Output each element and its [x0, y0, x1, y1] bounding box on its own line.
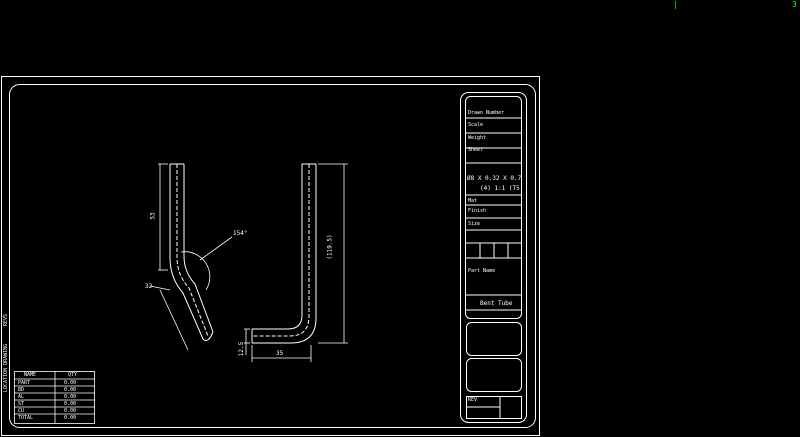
bom-header-qty: QTY [68, 372, 78, 378]
dim-upper-straight: 53 [149, 212, 157, 220]
bom-cell: 0.00 [64, 401, 77, 407]
dim-base-radius: 12.5 [238, 341, 246, 357]
dim-total-height: (110.5) [326, 234, 334, 260]
tb-row-scale: Scale [468, 122, 484, 128]
status-mark-right: 3 [792, 0, 797, 9]
sheet-outer-border [1, 76, 540, 436]
sheet-inner-border [9, 84, 536, 428]
bom-cell: 0.00 [64, 387, 77, 393]
side-label-lower: LOCATION DRAWING [3, 343, 9, 392]
tb-formula-line2: (4) 1:1 (T5) [480, 185, 524, 192]
tb-row-weight: Weight [468, 135, 487, 141]
tb-part-number: Bent Tube [480, 300, 513, 307]
dim-bend-angle: 154° [233, 230, 248, 237]
bom-cell: 0.00 [64, 415, 77, 421]
bom-cell: TOTAL [18, 415, 34, 421]
bom-cell: 0.00 [64, 380, 77, 386]
tb-row-sheet: Sheet [468, 147, 484, 153]
bom-cell: PART [18, 380, 31, 386]
tb-row-drawn-number: Drawn Number [468, 110, 505, 116]
title-block[interactable] [460, 92, 527, 423]
bent-tube-right[interactable] [251, 163, 317, 344]
dim-base-length: 35 [276, 350, 284, 357]
tb-footer: REV [468, 397, 478, 403]
bom-cell: ST [18, 401, 25, 407]
bom-cell: BD [18, 387, 25, 393]
bom-cell: CU [18, 408, 25, 414]
tb-mid-size: Size [468, 221, 481, 227]
left-dimensions [149, 163, 233, 351]
right-dimensions [244, 163, 348, 362]
bom-cell: AL [18, 394, 25, 400]
bom-table-frame [14, 371, 95, 424]
bent-tube-left[interactable] [169, 163, 214, 341]
bom-cell: 0.00 [64, 394, 77, 400]
bom-cell: 0.00 [64, 408, 77, 414]
side-label-upper: REVS [3, 313, 9, 326]
tb-mid-mat: Mat [468, 198, 478, 204]
tb-mid-finish: Finish [468, 208, 487, 214]
tb-part-name: Part Name [468, 268, 496, 274]
dim-lower-width: 32 [145, 283, 153, 290]
bom-header-name: NAME [24, 372, 37, 378]
tb-formula-line1: Ø8 X 0.32 X 0.7 [467, 175, 522, 182]
status-mark-left: | [673, 0, 678, 9]
